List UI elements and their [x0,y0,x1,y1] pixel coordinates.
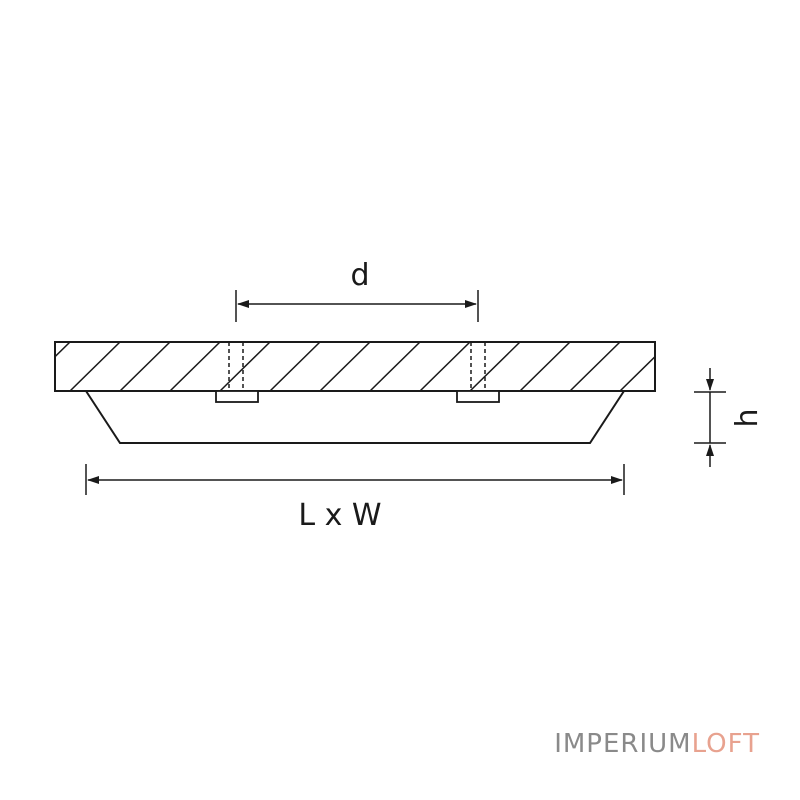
logo-text-imperium: IMPERIUM [554,729,692,759]
screw-head-left [215,390,259,403]
dimension-lxw-label: L x W [298,498,381,533]
dimension-lxw [85,464,625,495]
logo-text-loft: LOFT [691,729,760,759]
screw-hole-right [470,342,486,391]
dimension-h-label: h [730,408,765,427]
lamp-body [85,390,625,444]
brand-logo: IMPERIUMLOFT [554,731,760,757]
screw-hole-left [228,342,244,391]
mounting-plate [54,341,656,392]
screw-head-right [456,390,500,403]
dimension-h [694,368,726,467]
dimension-d-label: d [350,258,369,293]
dimension-d [235,290,479,322]
